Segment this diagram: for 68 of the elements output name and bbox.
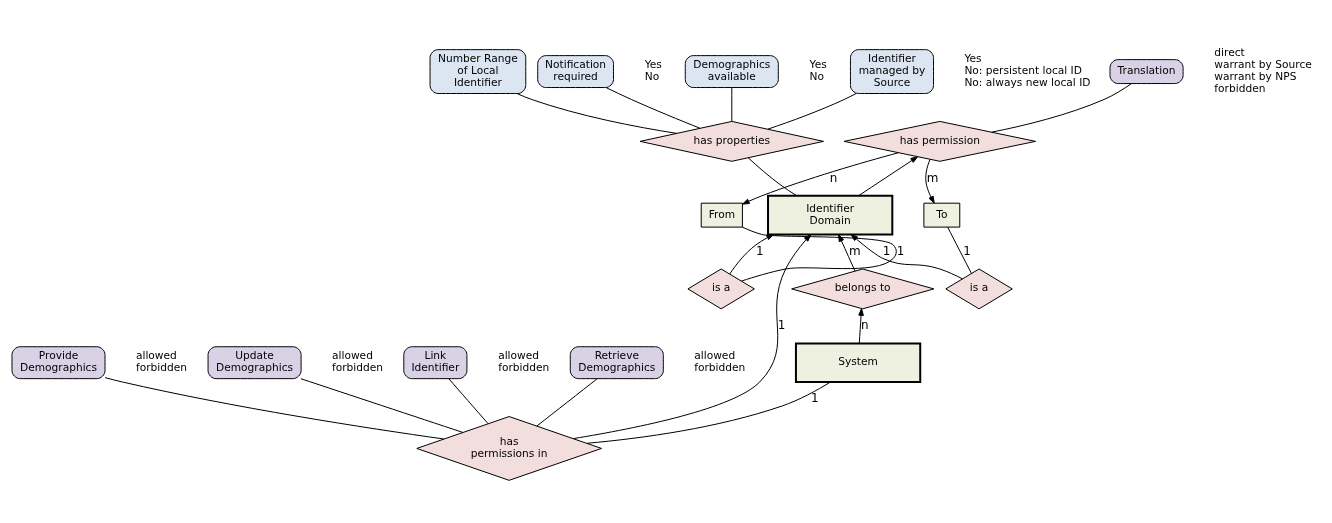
node-box: Identifier managed by Source [849, 48, 935, 94]
edge-label: 1 [777, 317, 786, 332]
node-label: allowed [498, 348, 540, 362]
node-diamond: is a [945, 268, 1013, 309]
node-label: No: persistent local ID [964, 63, 1082, 77]
node-diamond: is a [687, 268, 755, 309]
node-label: forbidden [498, 360, 550, 374]
node-label: allowed [332, 348, 373, 362]
edge-label: 1 [896, 243, 905, 258]
arrow [858, 307, 864, 344]
edge-label: 1 [755, 243, 764, 258]
node-label: allowed [135, 348, 177, 362]
node-box: Number Range of Local Identifier [429, 48, 527, 94]
edge-label: 1 [811, 390, 819, 405]
node-box: Retrieve Demographics [569, 345, 664, 379]
node-label: allowed [694, 348, 736, 362]
node-label: forbidden [694, 360, 746, 374]
connector [104, 376, 445, 439]
connector [605, 86, 701, 129]
connector [536, 377, 598, 427]
node-box: Translation [1109, 58, 1184, 84]
node-label: No [644, 69, 660, 83]
arrow [572, 233, 812, 439]
connector [448, 377, 489, 424]
node-label: Yes [644, 57, 662, 71]
node-diamond: has properties [639, 120, 824, 162]
connector [747, 156, 798, 196]
node-box: System [794, 341, 922, 383]
edge-label: 1 [882, 243, 891, 258]
node-label: forbidden [1214, 81, 1266, 95]
connector [731, 86, 733, 122]
connector [586, 381, 831, 444]
node-box: Update Demographics [207, 345, 302, 379]
node-label: Yes [809, 57, 827, 71]
arrow [838, 233, 856, 272]
arrow [857, 155, 919, 196]
edge-label: 1 [963, 243, 971, 258]
node-label: warrant by NPS [1214, 69, 1297, 83]
edge-label: m [848, 243, 861, 258]
connector [991, 82, 1132, 133]
node-label: forbidden [332, 360, 384, 374]
arrow [729, 233, 774, 274]
connector [516, 92, 678, 134]
arrow [925, 158, 935, 204]
connector [767, 92, 857, 130]
node-label: forbidden [135, 360, 188, 374]
node-box: To [923, 202, 961, 228]
node-label: Yes [964, 51, 982, 65]
node-box: Link Identifier [403, 345, 468, 379]
connector [741, 226, 897, 282]
edge-label: m [926, 170, 939, 185]
node-label: No: always new local ID [964, 75, 1091, 89]
node-label: warrant by Source [1214, 57, 1312, 71]
node-diamond: belongs to [791, 268, 935, 309]
node-diamond: has permissions in [416, 415, 603, 481]
arrow [850, 233, 963, 279]
edge-label: n [829, 170, 838, 185]
node-label: direct [1214, 45, 1245, 59]
connector [947, 226, 972, 274]
node-box: Identifier Domain [767, 194, 894, 235]
node-box: Demographics available [684, 54, 779, 88]
edge-label: n [860, 317, 869, 332]
node-box: Provide Demographics [11, 345, 106, 379]
node-label: No [809, 69, 825, 83]
node-box: From [700, 202, 743, 228]
node-box: Notification required [537, 54, 614, 88]
connector [300, 377, 464, 433]
arrow [742, 151, 899, 205]
